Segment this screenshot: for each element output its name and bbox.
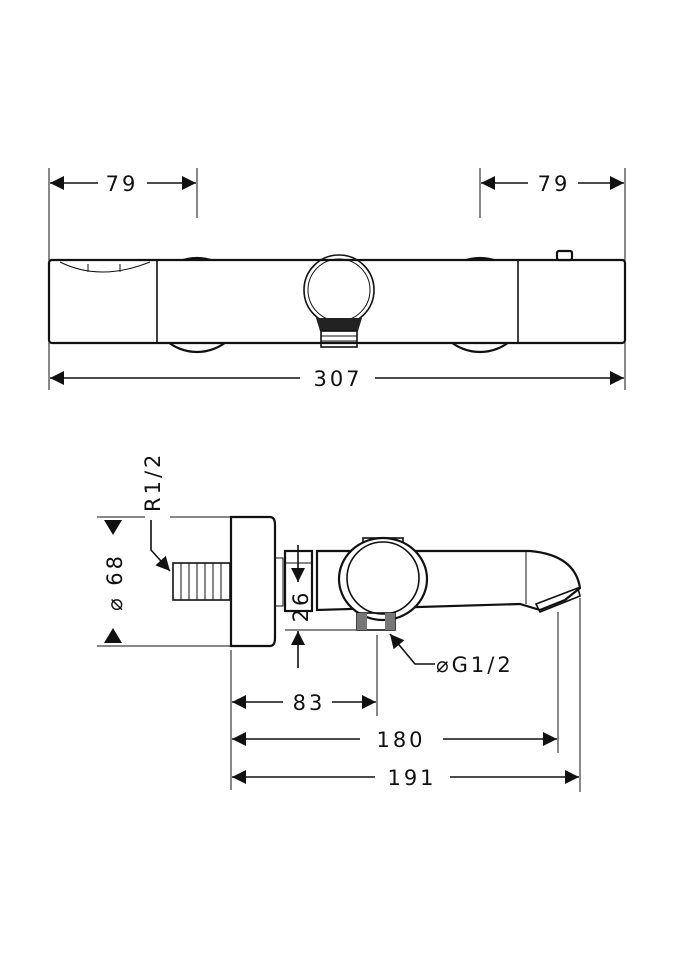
spout-aerator (534, 586, 581, 614)
dim-left-offset: 79 (106, 172, 139, 196)
safety-button (555, 249, 574, 262)
dim-spout-projection: 180 (376, 728, 425, 752)
dim-right-offset: 79 (538, 172, 571, 196)
handle-grip (59, 261, 151, 273)
dim-outlet-distance: 83 (293, 691, 326, 715)
dim-total-width: 307 (313, 367, 362, 391)
label-inlet-thread: R1/2 (141, 452, 165, 512)
diverter-knob (337, 536, 429, 622)
wall-rosette (229, 515, 277, 648)
label-outlet-thread: ⌀G1/2 (436, 653, 514, 677)
outlet-nut (316, 318, 362, 331)
dim-rosette-diameter: ⌀ 68 (103, 553, 127, 611)
side-view: ⌀ 68 R1/2 26 ⌀G1/2 83 180 191 (97, 452, 582, 792)
dim-total-depth: 191 (387, 766, 436, 790)
front-view: 79 79 307 (47, 168, 627, 391)
dim-outlet-height: 26 (289, 590, 313, 623)
outlet-thread (320, 330, 358, 348)
